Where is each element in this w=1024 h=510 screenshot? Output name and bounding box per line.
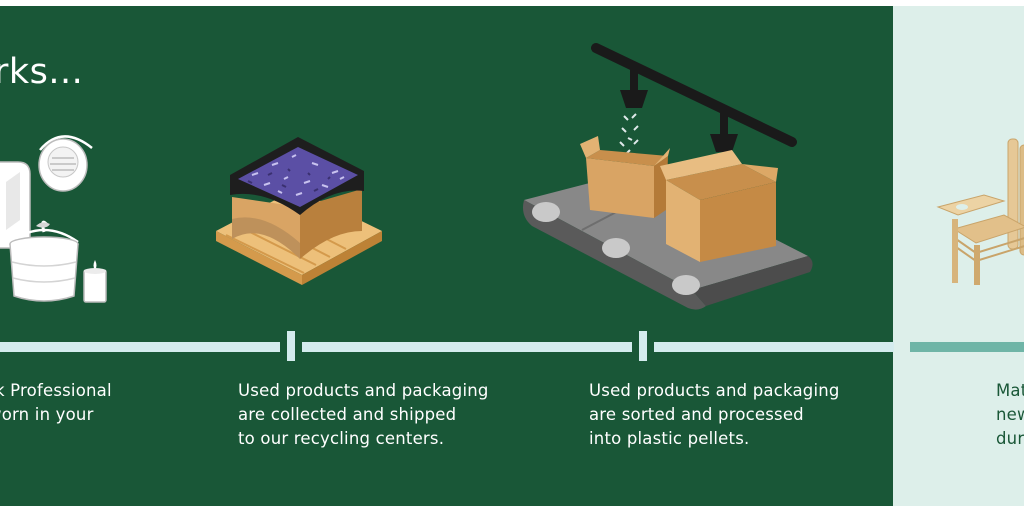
step-2-illustration — [216, 137, 382, 285]
step-3-illustration — [523, 43, 813, 310]
cardboard-box-icon — [580, 136, 778, 262]
pallet-box-icon — [216, 137, 382, 285]
step-3-description: Used products and packaging are sorted a… — [589, 381, 840, 448]
respirator-mask-icon — [38, 135, 93, 192]
step-1-illustration — [0, 135, 107, 303]
sharps-container-icon — [0, 161, 31, 249]
step-4-description: Mat new dur — [996, 381, 1024, 448]
step-1-description: rk Professional worn in your — [0, 381, 112, 424]
adirondack-chair-icon — [936, 138, 1024, 285]
step-4-illustration — [936, 138, 1024, 285]
candle-icon — [83, 260, 107, 303]
infographic-heading: rks... — [0, 52, 84, 92]
bucket-icon — [9, 220, 79, 302]
outcome-panel — [893, 6, 1024, 506]
step-2-description: Used products and packaging are collecte… — [238, 381, 489, 448]
